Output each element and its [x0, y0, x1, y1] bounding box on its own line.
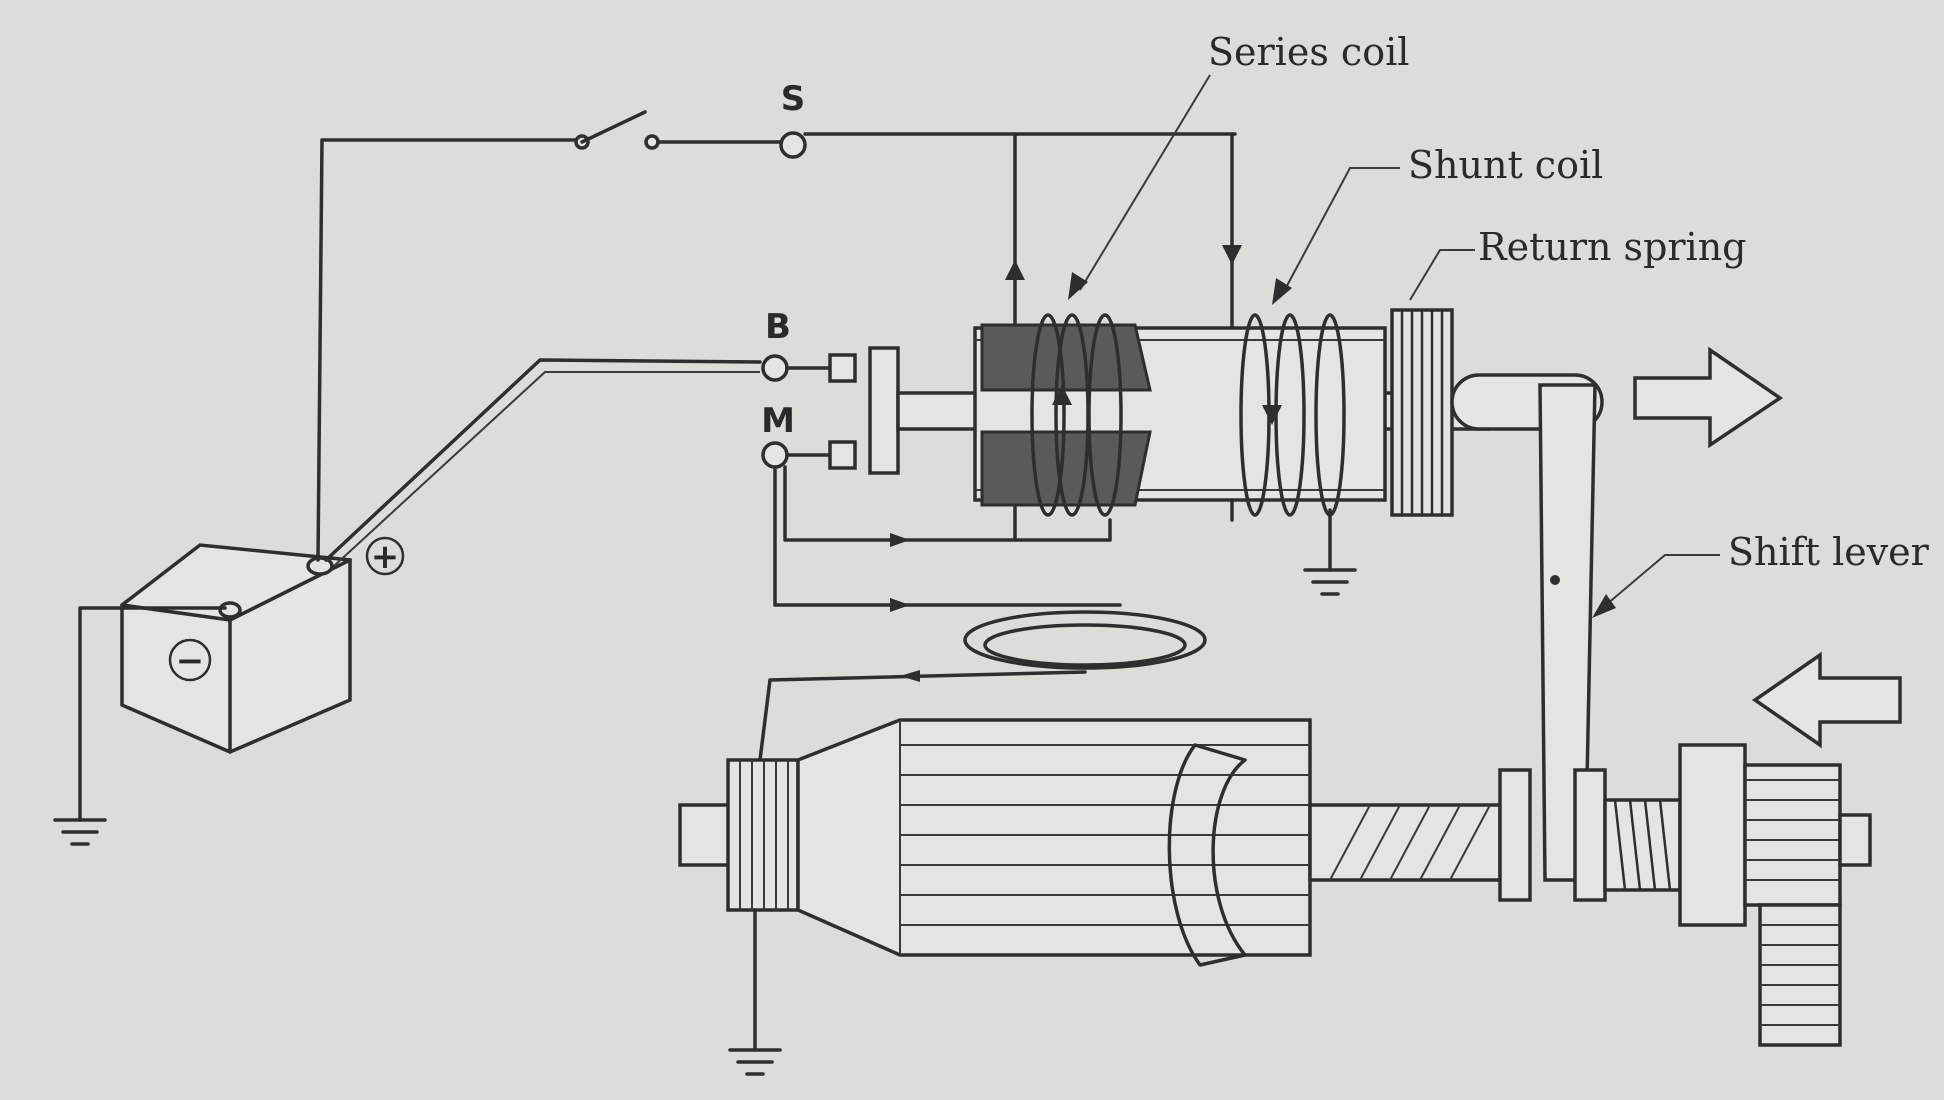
pinion-direction-arrow — [1751, 651, 1902, 749]
flywheel-ring-gear — [1758, 903, 1842, 1047]
return-spring-label: Return spring — [1478, 225, 1747, 269]
series-coil-winding-top — [980, 323, 1152, 392]
battery-to-b-cable — [324, 358, 762, 562]
terminal-b — [761, 354, 789, 382]
positive-terminal-symbol — [365, 536, 405, 576]
shunt-coil-label: Shunt coil — [1408, 143, 1603, 187]
negative-terminal-symbol — [168, 638, 212, 682]
pinion-gear — [1743, 763, 1842, 907]
current-arrow-up — [1005, 260, 1025, 280]
shift-lever-label: Shift lever — [1728, 530, 1930, 574]
ground-symbol-battery — [53, 818, 107, 846]
terminal-b-label: B — [765, 307, 791, 347]
pinion-hub — [1678, 743, 1747, 927]
battery-positive-sign: + — [371, 537, 400, 577]
battery-negative-sign: − — [176, 641, 205, 681]
ground-symbol-armature — [728, 1048, 782, 1076]
terminal-s-label: S — [781, 79, 806, 119]
battery: − + — [120, 536, 405, 754]
shift-lever — [1498, 383, 1607, 902]
terminal-s — [779, 131, 807, 159]
battery-ground-wire — [78, 606, 227, 822]
series-coil-winding-bottom — [980, 430, 1152, 507]
field-to-brush-wire — [758, 670, 1087, 762]
return-spring — [1390, 308, 1454, 517]
drive-spring — [1603, 798, 1682, 892]
terminal-m-label: M — [761, 401, 795, 441]
current-arrow-down — [1222, 245, 1242, 265]
plunger-direction-arrow — [1633, 346, 1784, 449]
armature — [678, 718, 1312, 957]
return-spring-leader — [1409, 249, 1475, 301]
shift-lever-leader — [1599, 554, 1720, 611]
terminal-m — [761, 441, 789, 469]
ground-symbol-shunt — [1303, 568, 1357, 596]
ignition-switch — [574, 110, 660, 150]
helical-shaft — [1308, 803, 1502, 882]
m-to-series-return — [783, 465, 1112, 542]
field-coil — [963, 610, 1207, 670]
m-to-field-wire — [773, 465, 1122, 607]
rotation-arrow — [1167, 743, 1247, 967]
series-coil-label: Series coil — [1208, 30, 1409, 74]
series-coil-loops — [1030, 313, 1123, 517]
shunt-coil-leader — [1281, 167, 1400, 296]
contact-disc — [868, 346, 900, 475]
battery-to-switch-wire — [316, 138, 582, 562]
series-coil-leader — [1079, 74, 1211, 291]
